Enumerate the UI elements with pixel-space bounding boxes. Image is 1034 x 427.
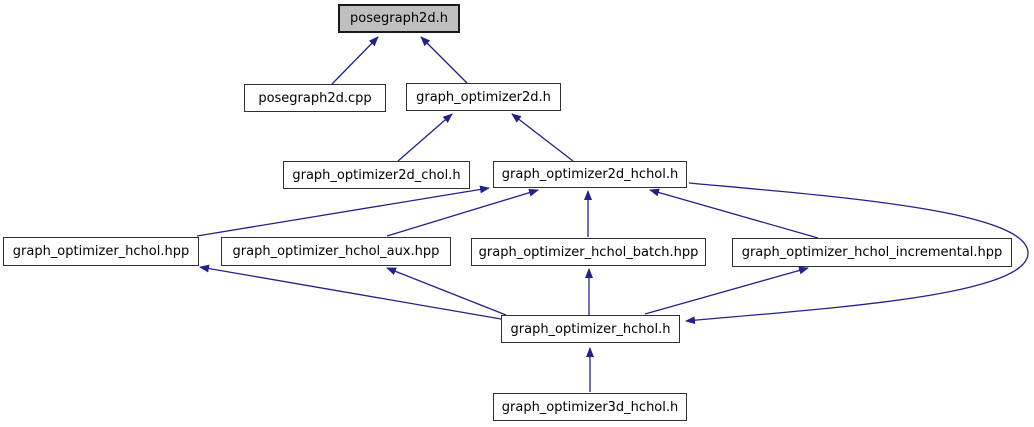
- graph-node-graph_optimizer2d_chol_h[interactable]: graph_optimizer2d_chol.h: [283, 161, 470, 189]
- edge-graph_optimizer_hchol_h-to-graph_optimizer_hchol_aux_hpp: [386, 267, 507, 316]
- graph-node-posegraph2d_cpp[interactable]: posegraph2d.cpp: [244, 84, 386, 112]
- edge-graph_optimizer2d_chol_h-to-graph_optimizer2d_h: [397, 113, 453, 162]
- graph-node-graph_optimizer_hchol_incremental_hpp[interactable]: graph_optimizer_hchol_incremental.hpp: [732, 238, 1012, 267]
- edge-graph_optimizer_hchol_aux_hpp-to-graph_optimizer2d_hchol_h: [386, 188, 539, 237]
- graph-node-graph_optimizer_hchol_h[interactable]: graph_optimizer_hchol.h: [501, 315, 680, 343]
- graph-node-graph_optimizer2d_h[interactable]: graph_optimizer2d.h: [406, 83, 561, 111]
- edge-graph_optimizer2d_h-to-posegraph2d_h: [420, 36, 468, 84]
- edge-graph_optimizer_hchol_h-to-graph_optimizer_hchol_incremental_hpp: [644, 266, 809, 315]
- edge-graph_optimizer2d_hchol_h-to-graph_optimizer_hchol_h: [685, 182, 1029, 325]
- graph-node-graph_optimizer3d_hchol_h[interactable]: graph_optimizer3d_hchol.h: [493, 393, 687, 421]
- graph-node-posegraph2d_h[interactable]: posegraph2d.h: [338, 4, 460, 33]
- edge-posegraph2d_cpp-to-posegraph2d_h: [331, 36, 379, 85]
- graph-node-graph_optimizer2d_hchol_h[interactable]: graph_optimizer2d_hchol.h: [493, 161, 687, 188]
- edge-graph_optimizer_hchol_hpp-to-graph_optimizer2d_hchol_h: [196, 185, 490, 237]
- graph-node-graph_optimizer_hchol_aux_hpp[interactable]: graph_optimizer_hchol_aux.hpp: [221, 237, 451, 266]
- edge-graph_optimizer_hchol_h-to-graph_optimizer_hchol_hpp: [199, 264, 502, 320]
- edge-graph_optimizer2d_hchol_h-to-graph_optimizer2d_h: [511, 113, 574, 162]
- graph-node-graph_optimizer_hchol_batch_hpp[interactable]: graph_optimizer_hchol_batch.hpp: [471, 238, 706, 266]
- graph-node-graph_optimizer_hchol_hpp[interactable]: graph_optimizer_hchol.hpp: [3, 237, 199, 266]
- edge-graph_optimizer_hchol_incremental_hpp-to-graph_optimizer2d_hchol_h: [649, 188, 819, 239]
